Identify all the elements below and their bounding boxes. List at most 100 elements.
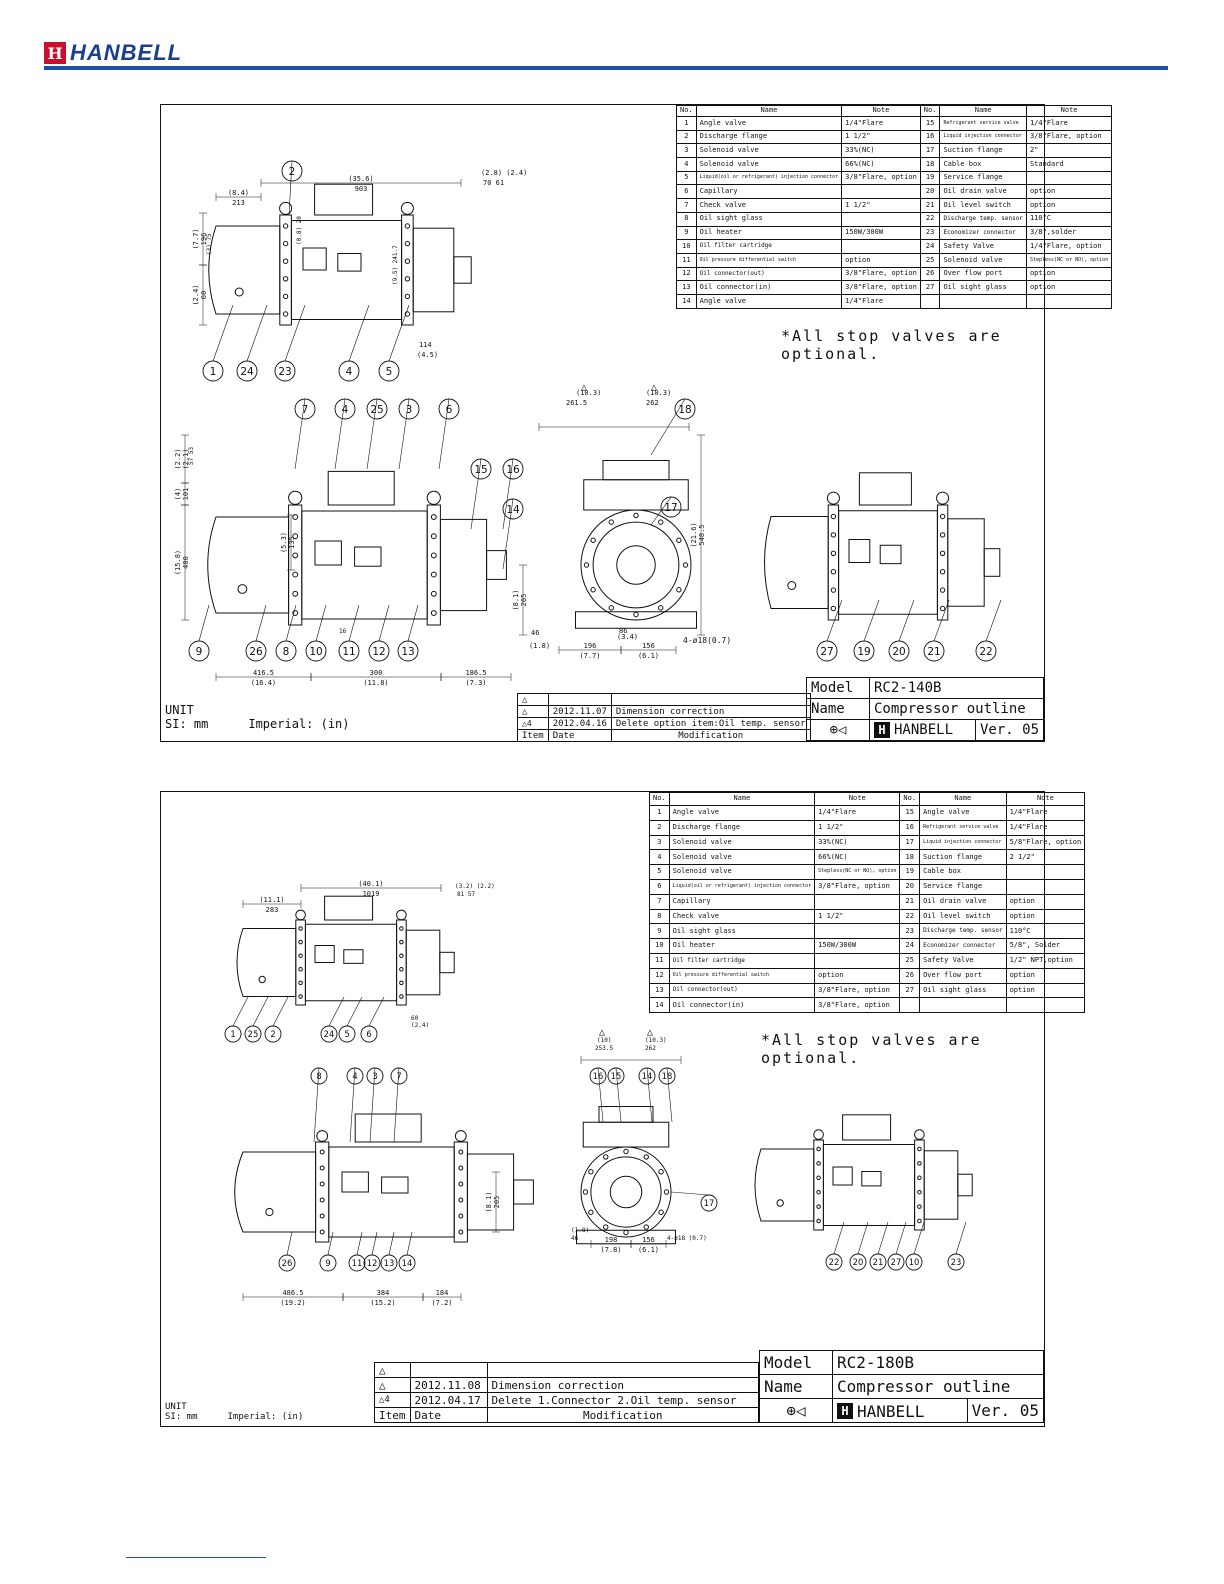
lifting-eye-circle	[295, 909, 306, 921]
cable-box-outline	[842, 1114, 892, 1141]
cable-box-outline	[354, 1113, 422, 1143]
parts-cell: Economizer connector	[939, 225, 1027, 241]
dimension-label: 60	[200, 291, 208, 299]
balloon-number: 5	[386, 366, 393, 378]
parts-cell: 24	[919, 239, 941, 254]
dimension-label: 262	[645, 1045, 656, 1052]
parts-cell: Discharge temp. sensor	[939, 211, 1027, 227]
parts-cell: 20	[899, 878, 921, 895]
solenoid-box	[302, 247, 327, 271]
optional-note: *All stop valves are optional.	[761, 1031, 982, 1067]
balloon-number: 21	[873, 1257, 884, 1267]
balloon-number: 23	[278, 366, 291, 378]
dimension-label: (10)	[597, 1037, 611, 1044]
unit-imperial: Imperial: (in)	[248, 717, 350, 731]
balloon-27: 27	[816, 599, 843, 662]
bolt-circle	[939, 532, 946, 538]
parts-cell	[1005, 864, 1086, 880]
dimension-label: (8.1)	[485, 1191, 493, 1212]
dimension-label: 205	[520, 594, 528, 607]
balloon-23: 23	[947, 1221, 967, 1271]
bolt-circle	[830, 550, 837, 556]
dimension-label: (7.2)	[431, 1299, 452, 1307]
parts-cell: 23	[899, 923, 921, 940]
balloon-6: 6	[438, 398, 460, 470]
lifting-eye-circle	[826, 491, 840, 505]
leader-line	[895, 1221, 907, 1255]
bolt-circle	[399, 939, 404, 945]
balloon-1: 1	[224, 996, 249, 1043]
bolt-circle	[458, 1213, 464, 1219]
bolt-circle	[282, 276, 289, 282]
parts-cell: 3/8"Flare, option	[841, 280, 921, 295]
dimension-label: 262	[646, 399, 659, 407]
parts-cell: Solenoid valve	[668, 834, 816, 851]
dimension-label: (10.3)	[645, 1037, 667, 1044]
balloon-6: 6	[360, 996, 385, 1043]
balloon-number: 12	[372, 646, 385, 658]
motor-flange-outline	[401, 214, 414, 326]
parts-cell: 10	[676, 239, 697, 254]
parts-cell: 110°C	[1025, 211, 1113, 227]
flange-outline	[827, 504, 840, 621]
dimension-label: (3) 75	[206, 233, 213, 255]
leader-line	[366, 398, 378, 470]
dimension-label: 548.5	[698, 524, 706, 545]
leader-line	[348, 604, 360, 642]
unit-title: UNIT	[165, 703, 194, 717]
balloon-17: 17	[670, 1191, 718, 1212]
dimension-label: 4-ø18 (0.7)	[667, 1235, 707, 1242]
parts-cell: 17	[899, 834, 921, 851]
parts-cell: Liquid injection connector	[919, 834, 1007, 851]
leader-line	[388, 1231, 395, 1256]
bolt-circle	[816, 1161, 821, 1166]
leader-line	[327, 1231, 334, 1256]
suction-flange-outline	[983, 548, 1001, 577]
parts-cell: Oil drain valve	[919, 893, 1007, 910]
dimension-label: 903	[355, 185, 368, 193]
balloon-number: 10	[909, 1257, 920, 1267]
bolt-circle	[830, 605, 837, 612]
projection-symbol-icon: ⊕◁	[759, 1398, 833, 1423]
balloon-12: 12	[363, 1231, 381, 1272]
parts-cell: 5/8", Solder	[1005, 938, 1086, 954]
dimension-label: 16	[339, 628, 347, 635]
balloon-25: 25	[244, 996, 269, 1043]
bolt-circle	[404, 276, 411, 282]
motor-flange-outline	[453, 1141, 468, 1243]
leader-line	[255, 604, 267, 642]
dimension-label: (40.1)	[358, 880, 383, 888]
balloon-circle	[338, 360, 360, 382]
model-label: Model	[759, 1350, 833, 1375]
parts-cell: Oil filter cartridge	[695, 239, 843, 254]
bolt-circle	[830, 587, 837, 593]
bolt-circle	[319, 1149, 325, 1155]
motor-housing-outline	[405, 929, 441, 996]
balloon-number: 3	[372, 1071, 377, 1081]
parts-cell: 14	[649, 997, 670, 1014]
bolt-circle	[917, 1146, 922, 1152]
bolt-circle	[590, 537, 596, 543]
parts-cell: 16	[919, 129, 941, 145]
parts-cell: Oil connector(in)	[668, 997, 816, 1014]
parts-cell: 5	[649, 864, 670, 880]
bolt-circle	[404, 258, 411, 264]
parts-cell: Check valve	[695, 198, 843, 213]
terminal-box	[354, 546, 382, 567]
balloon-19: 19	[853, 599, 880, 662]
parts-cell	[814, 923, 901, 940]
flange-outline	[295, 919, 306, 1006]
dimension-label: 46	[531, 629, 539, 637]
parts-cell: 150W/300W	[814, 938, 901, 954]
parts-cell	[899, 997, 921, 1014]
leader-line	[393, 1067, 400, 1143]
bolt-circle	[430, 533, 437, 540]
dimension-label: 198	[605, 1236, 618, 1244]
leader-line	[252, 996, 269, 1027]
leader-line	[334, 398, 346, 470]
